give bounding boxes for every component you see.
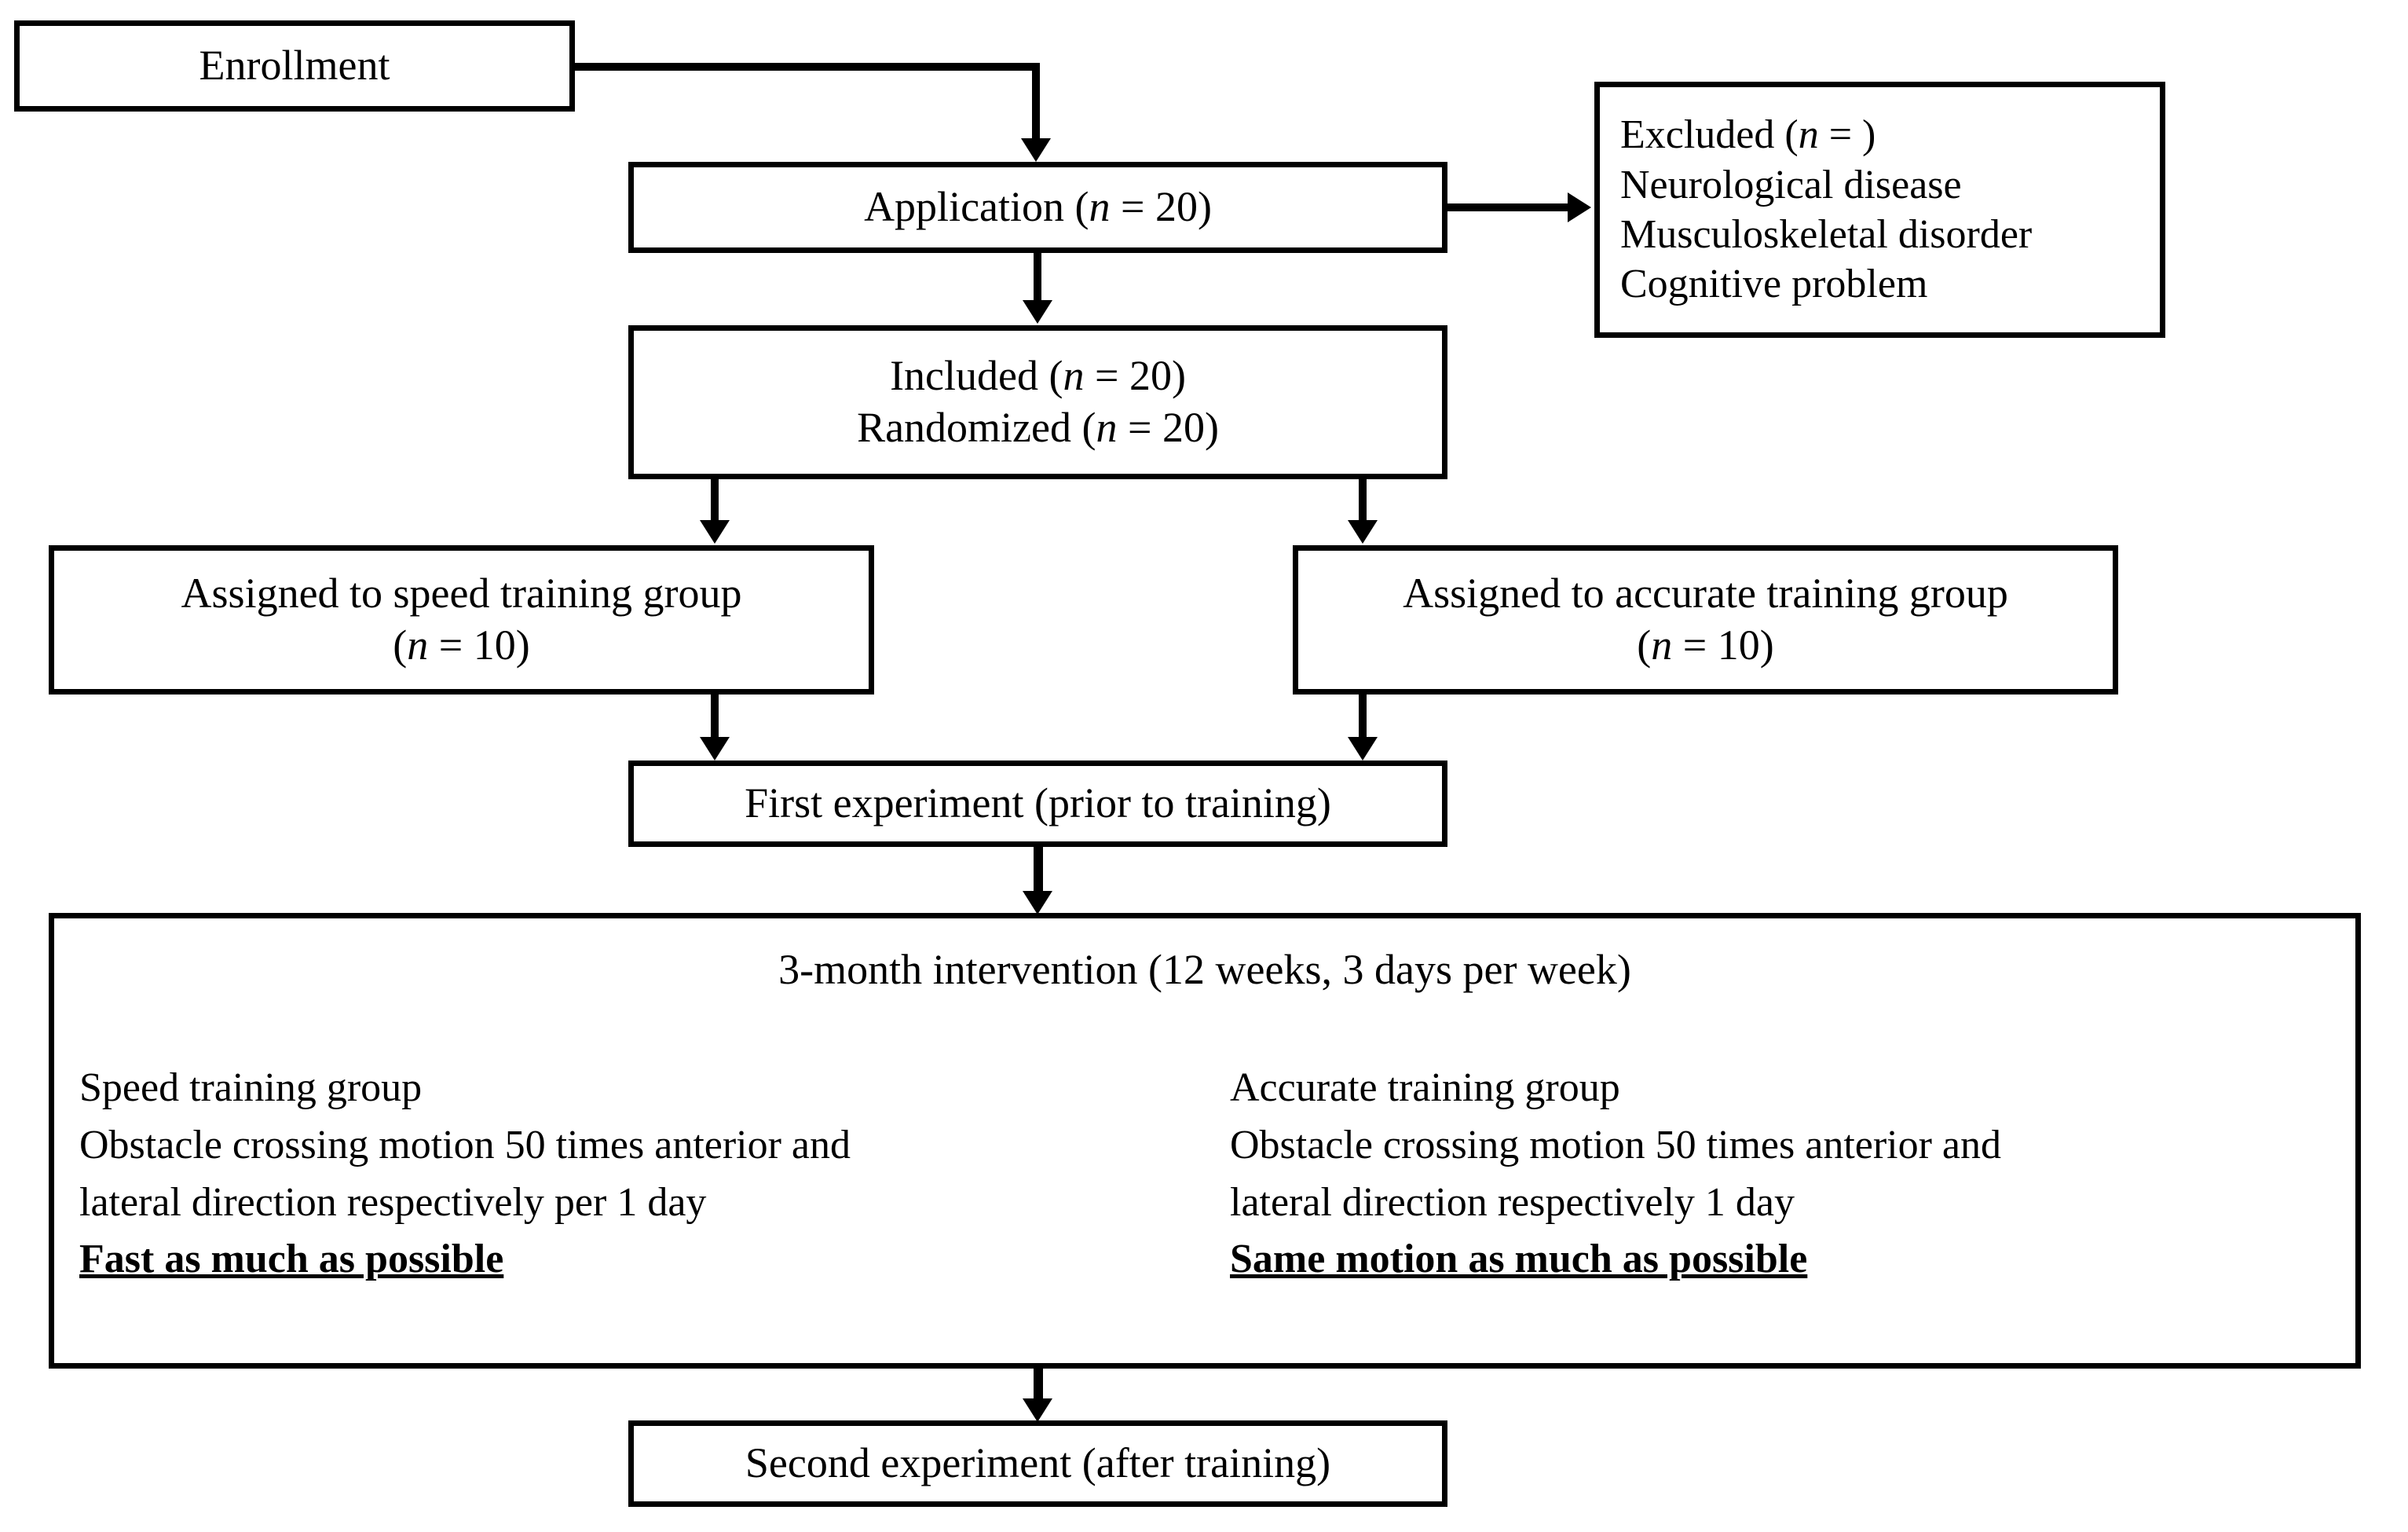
speed-group-line-1: Assigned to speed training group [181, 570, 742, 618]
second-experiment-label: Second experiment (after training) [745, 1439, 1331, 1487]
speed-group-line-2: (n = 10) [393, 620, 529, 672]
excluded-line-1: Excluded (n = ) [1620, 110, 1876, 159]
node-accurate-training-group[interactable]: Assigned to accurate training group (n =… [1293, 545, 2118, 695]
speed-group-n-post: = 10) [428, 621, 530, 669]
excluded-line-4: Cognitive problem [1620, 262, 1928, 307]
edge-intervention-secondexp-arrowhead [1023, 1398, 1052, 1422]
included-n-symbol-2: n [1096, 404, 1118, 451]
node-excluded[interactable]: Excluded (n = ) Neurological disease Mus… [1594, 82, 2165, 338]
edge-speed-firstexp-arrowhead [700, 737, 730, 761]
node-intervention[interactable]: 3-month intervention (12 weeks, 3 days p… [49, 913, 2361, 1369]
intervention-speed-emphasis: Fast as much as possible [79, 1237, 504, 1282]
node-second-experiment[interactable]: Second experiment (after training) [628, 1420, 1447, 1507]
intervention-speed-line-1: Obstacle crossing motion 50 times anteri… [79, 1122, 851, 1167]
intervention-speed-line-2: lateral direction respectively per 1 day [79, 1179, 707, 1225]
edge-included-speed-arrowhead [700, 520, 730, 544]
intervention-speed-column: Speed training group Obstacle crossing m… [54, 1060, 1205, 1288]
node-enrollment[interactable]: Enrollment [14, 20, 575, 112]
intervention-accurate-line-2: lateral direction respectively 1 day [1230, 1179, 1795, 1225]
intervention-speed-heading: Speed training group [79, 1065, 423, 1110]
accurate-group-n-post: = 10) [1672, 621, 1774, 669]
enrollment-label: Enrollment [199, 42, 390, 90]
edge-included-speed-line [711, 479, 719, 522]
speed-group-n-pre: ( [393, 621, 408, 669]
application-label-post: = 20) [1110, 183, 1212, 231]
included-line-2-post: = 20) [1117, 404, 1219, 451]
edge-firstexp-intervention-arrowhead [1023, 891, 1052, 914]
edge-firstexp-intervention-line [1034, 847, 1043, 892]
application-label-pre: Application ( [864, 183, 1089, 231]
excluded-line-2: Neurological disease [1620, 162, 1962, 207]
intervention-accurate-line-1: Obstacle crossing motion 50 times anteri… [1230, 1122, 2002, 1167]
intervention-accurate-emphasis: Same motion as much as possible [1230, 1237, 1808, 1282]
edge-application-included-line [1034, 253, 1041, 302]
included-line-1-post: = 20) [1084, 352, 1186, 400]
edge-intervention-secondexp-line [1034, 1369, 1043, 1402]
edge-application-excluded-arrowhead [1568, 192, 1591, 222]
excluded-line-3: Musculoskeletal disorder [1620, 212, 2033, 257]
intervention-title: 3-month intervention (12 weeks, 3 days p… [778, 946, 1631, 993]
edge-enrollment-application-vertical [1032, 63, 1040, 140]
included-line-2-pre: Randomized ( [857, 404, 1096, 451]
node-speed-training-group[interactable]: Assigned to speed training group (n = 10… [49, 545, 874, 695]
node-first-experiment[interactable]: First experiment (prior to training) [628, 761, 1447, 847]
edge-enrollment-application-horizontal [575, 63, 1040, 71]
excluded-line-1-pre: Excluded ( [1620, 112, 1799, 158]
edge-enrollment-application-arrowhead [1021, 138, 1051, 162]
edge-application-excluded-line [1447, 203, 1569, 211]
intervention-accurate-heading: Accurate training group [1230, 1065, 1620, 1110]
speed-group-n-symbol: n [407, 621, 429, 669]
included-n-symbol-1: n [1063, 352, 1085, 400]
included-line-1: Included (n = 20) [890, 350, 1186, 402]
node-included[interactable]: Included (n = 20) Randomized (n = 20) [628, 325, 1447, 479]
intervention-accurate-column: Accurate training group Obstacle crossin… [1205, 1060, 2355, 1288]
accurate-group-line-2: (n = 10) [1637, 620, 1773, 672]
edge-speed-firstexp-line [711, 695, 719, 739]
node-application[interactable]: Application (n = 20) [628, 162, 1447, 253]
edge-accurate-firstexp-line [1359, 695, 1367, 739]
accurate-group-n-symbol: n [1651, 621, 1673, 669]
edge-accurate-firstexp-arrowhead [1348, 737, 1378, 761]
edge-included-accurate-line [1359, 479, 1367, 522]
accurate-group-n-pre: ( [1637, 621, 1652, 669]
included-line-1-pre: Included ( [890, 352, 1063, 400]
edge-included-accurate-arrowhead [1348, 520, 1378, 544]
application-n-symbol: n [1089, 183, 1111, 231]
edge-application-included-arrowhead [1023, 300, 1052, 324]
application-label: Application (n = 20) [864, 181, 1212, 233]
accurate-group-line-1: Assigned to accurate training group [1403, 570, 2008, 618]
included-line-2: Randomized (n = 20) [857, 402, 1219, 454]
excluded-line-1-post: = ) [1818, 112, 1876, 158]
excluded-n-symbol: n [1798, 112, 1819, 158]
intervention-columns: Speed training group Obstacle crossing m… [54, 1060, 2355, 1288]
first-experiment-label: First experiment (prior to training) [745, 779, 1331, 827]
